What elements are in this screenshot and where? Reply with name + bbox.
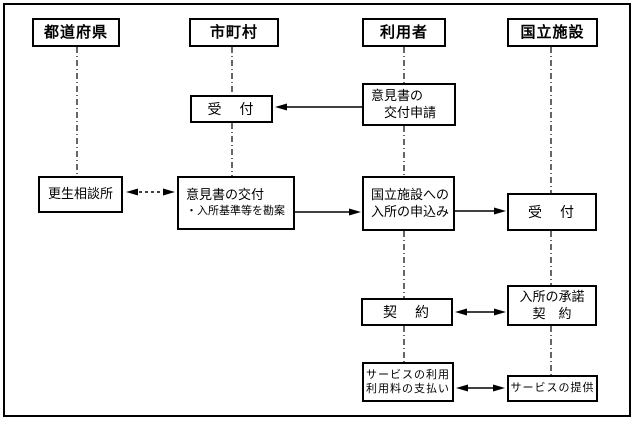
node-service-provision: サービスの提供 [507, 375, 598, 402]
node-reception-national: 受 付 [507, 193, 597, 231]
node-rehab-consultation-office: 更生相談所 [38, 176, 123, 213]
node-service-use-payment: サービスの利用 利用料の支払い [362, 362, 454, 402]
node-contract-user: 契 約 [361, 298, 453, 326]
column-chain-lines [76, 47, 552, 375]
node-opinion-issue-request-line1: 意見書の [371, 87, 424, 103]
node-admission-application-line1: 国立施設への [371, 186, 450, 202]
arrow-service [456, 384, 505, 392]
column-header-national-facility-label: 国立施設 [520, 23, 585, 41]
column-header-user: 利用者 [362, 18, 446, 47]
node-admission-application: 国立施設への 入所の申込み [362, 176, 455, 231]
node-service-provision-label: サービスの提供 [510, 382, 595, 395]
arrow-request-to-reception [275, 103, 362, 111]
column-header-prefecture: 都道府県 [32, 18, 120, 47]
node-opinion-issue-line1: 意見書の交付 [186, 187, 265, 203]
column-header-national-facility: 国立施設 [507, 18, 598, 47]
column-header-prefecture-label: 都道府県 [43, 23, 108, 41]
node-reception-national-label: 受 付 [528, 203, 576, 220]
node-service-use-line1: サービスの利用 [366, 368, 450, 381]
column-header-municipality-label: 市町村 [209, 23, 258, 41]
node-opinion-issue-request: 意見書の 交付申請 [362, 83, 456, 126]
node-reception-municipal: 受 付 [190, 95, 273, 123]
arrow-rehab-opinion-issue [126, 188, 175, 196]
arrow-contract-consent [455, 308, 506, 316]
node-reception-municipal-label: 受 付 [207, 100, 256, 117]
column-header-user-label: 利用者 [379, 23, 428, 41]
node-service-use-line2: 利用料の支払い [366, 383, 450, 395]
column-header-municipality: 市町村 [189, 18, 279, 47]
node-opinion-issue-request-line2: 交付申請 [384, 104, 437, 120]
node-admission-application-line2: 入所の申込み [371, 203, 450, 219]
node-admission-consent-line1: 入所の承諾 [519, 288, 585, 304]
node-admission-consent-line2: 契 約 [532, 305, 572, 321]
arrow-issue-to-application [295, 208, 361, 216]
node-opinion-issue: 意見書の交付 ・入所基準等を勘案 [177, 176, 295, 230]
node-contract-user-label: 契 約 [383, 303, 431, 320]
arrow-application-to-reception [455, 207, 506, 215]
node-opinion-issue-line2: ・入所基準等を勘案 [186, 205, 285, 218]
node-admission-consent-contract: 入所の承諾 契 約 [507, 285, 597, 326]
node-rehab-consultation-office-label: 更生相談所 [47, 186, 113, 202]
